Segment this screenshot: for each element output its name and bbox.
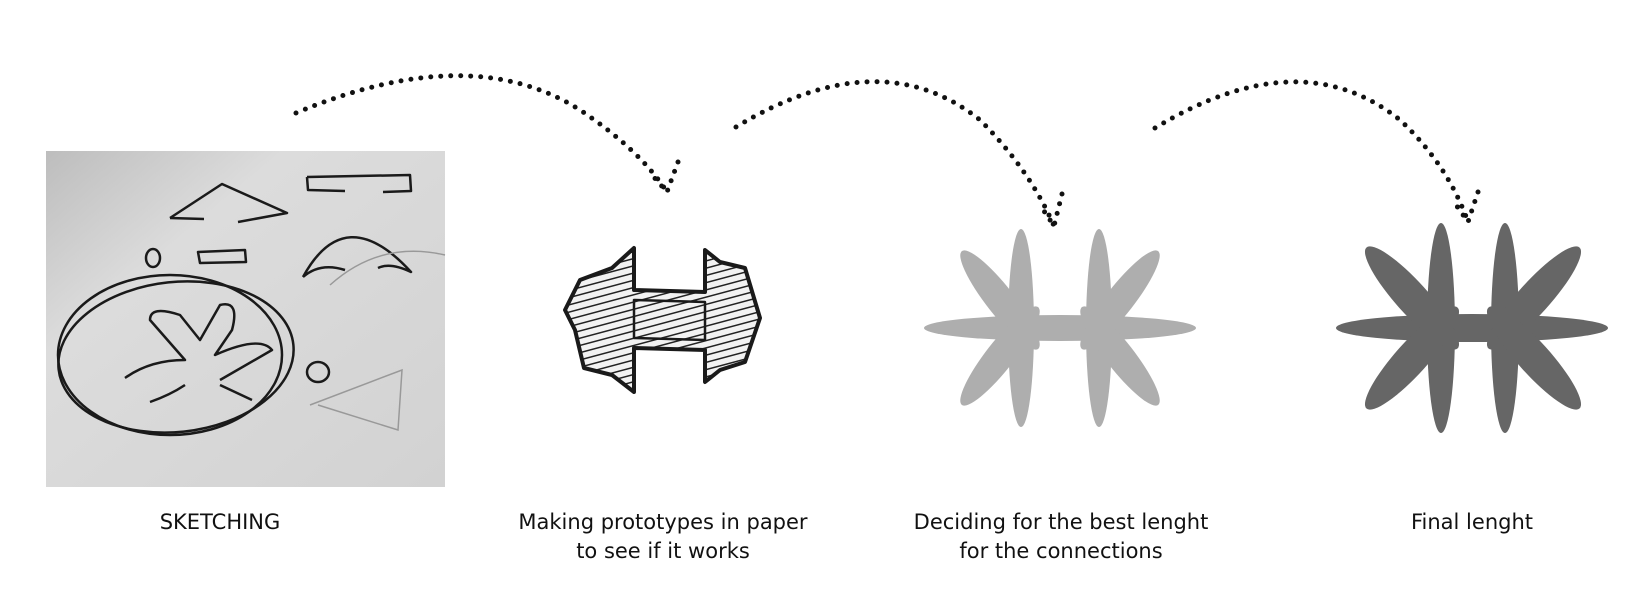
label-line: Deciding for the best lenght bbox=[913, 510, 1209, 534]
step-label-prototypes: Making prototypes in paper to see if it … bbox=[483, 508, 843, 566]
label-line: Making prototypes in paper bbox=[518, 510, 808, 534]
dotted-arrow-1 bbox=[293, 73, 681, 197]
step-label-sketching: SKETCHING bbox=[40, 508, 400, 537]
dotted-arrow-3 bbox=[1152, 79, 1481, 228]
step-label-final: Final lenght bbox=[1292, 508, 1647, 537]
connection-shape-trial bbox=[924, 229, 1196, 427]
paper-prototype bbox=[563, 246, 762, 394]
label-line: Final lenght bbox=[1410, 510, 1533, 534]
connection-shape-final bbox=[1336, 223, 1608, 433]
label-line: to see if it works bbox=[576, 539, 750, 563]
dotted-arrow-2 bbox=[733, 79, 1065, 233]
sketch-photo bbox=[46, 151, 446, 487]
label-line: for the connections bbox=[959, 539, 1163, 563]
label-line: SKETCHING bbox=[159, 510, 281, 534]
step-label-deciding: Deciding for the best lenght for the con… bbox=[881, 508, 1241, 566]
